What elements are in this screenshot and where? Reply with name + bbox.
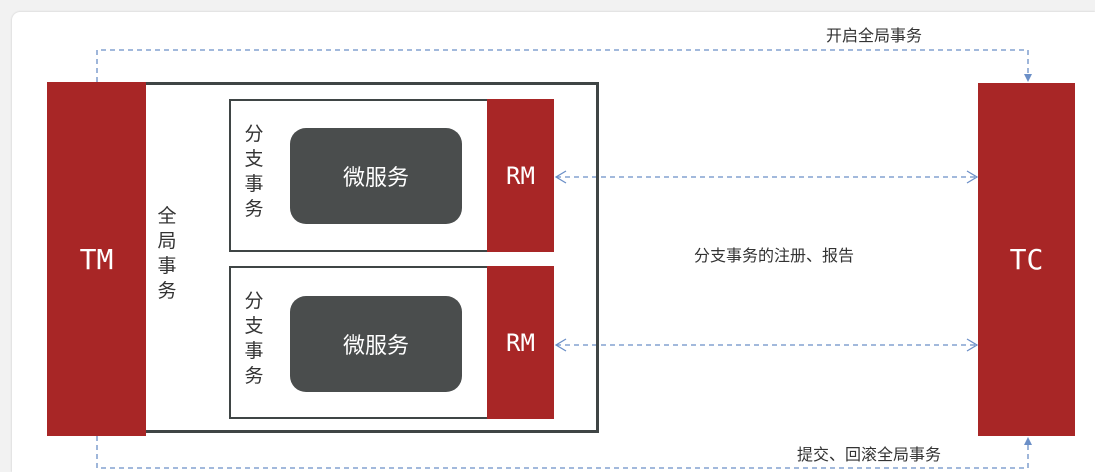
tc-box: TC [978,83,1075,436]
commit-rollback-arrow [96,436,1032,469]
microservice-box-1: 微服务 [290,128,462,224]
global-transaction-box [145,82,599,433]
start-global-arrow [96,49,1032,82]
rm-box-2: RM [487,266,554,419]
rm-box-1: RM [487,99,554,252]
global-transaction-label: 全局事务 [157,205,177,302]
branch-transaction-label-1: 分支事务 [244,123,264,220]
branch-transaction-label-2: 分支事务 [244,290,264,387]
commit-rollback-label: 提交、回滚全局事务 [797,445,942,464]
tm-box: TM [47,82,146,436]
microservice-box-2: 微服务 [290,296,462,392]
start-global-label: 开启全局事务 [826,26,923,45]
register-report-label: 分支事务的注册、报告 [694,246,855,265]
